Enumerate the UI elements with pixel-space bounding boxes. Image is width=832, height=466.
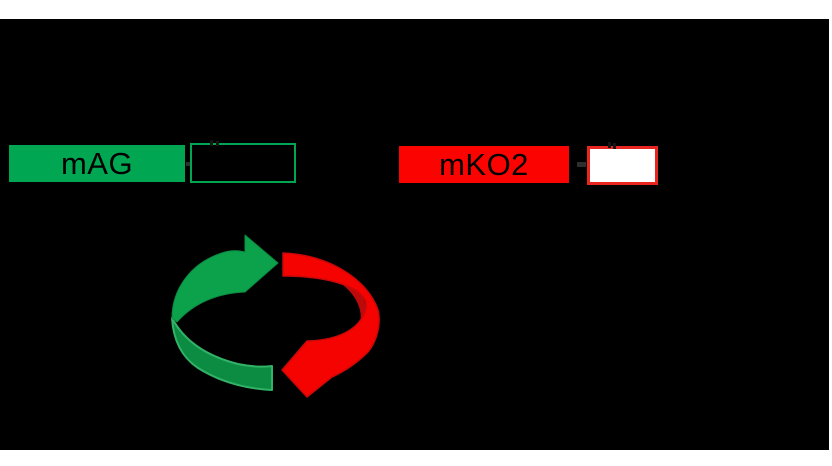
cell-cycle-arrows-icon — [171, 234, 380, 398]
mko2-linked-outline-box — [587, 146, 658, 185]
mko2-tiny-mark — [608, 142, 611, 148]
mag-tiny-mark — [210, 140, 213, 146]
mko2-connector-dash — [577, 162, 586, 167]
green-front-ribbon — [171, 317, 273, 391]
mko2-tiny-mark — [613, 143, 616, 149]
black-panel — [0, 19, 829, 450]
mag-linked-outline-box — [190, 143, 296, 183]
mko2-box: mKO2 — [399, 146, 569, 183]
red-cycle-arrow-icon — [281, 252, 380, 398]
mko2-label: mKO2 — [439, 147, 529, 182]
mag-connector-dash — [186, 162, 192, 166]
mag-tiny-mark — [216, 141, 219, 146]
green-cycle-arrow-icon — [171, 234, 279, 323]
mag-label: mAG — [60, 146, 134, 181]
mag-box: mAG — [9, 145, 185, 182]
